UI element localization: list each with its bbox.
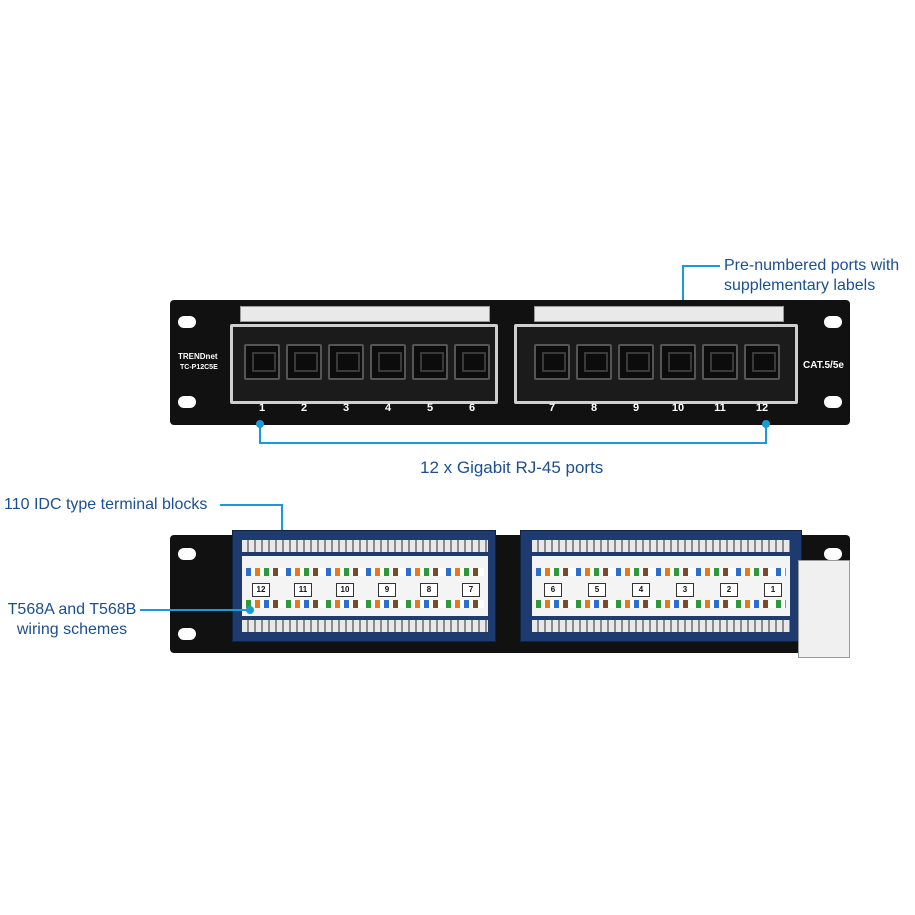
front-ear-hole <box>178 396 196 408</box>
port-number: 10 <box>671 402 685 414</box>
idc-contacts-bottom-right <box>532 620 790 632</box>
port-number: 4 <box>384 402 392 414</box>
callout-wiring: T568A and T568B wiring schemes <box>4 600 140 640</box>
callout-ports-bracket-right <box>765 424 767 444</box>
rj45-jack[interactable] <box>244 344 280 380</box>
rear-port-index: 3 <box>676 583 694 597</box>
port-number: 1 <box>258 402 266 414</box>
rj45-jack[interactable] <box>328 344 364 380</box>
rj45-jack[interactable] <box>534 344 570 380</box>
callout-wiring-line1: T568A and T568B <box>7 601 137 618</box>
port-number: 3 <box>342 402 350 414</box>
model-number: TC-P12C5E <box>180 364 218 371</box>
rj45-jack[interactable] <box>454 344 490 380</box>
callout-idc-line-h <box>220 504 282 506</box>
rj45-jack[interactable] <box>412 344 448 380</box>
port-number: 2 <box>300 402 308 414</box>
rear-port-index: 5 <box>588 583 606 597</box>
port-number: 9 <box>632 402 640 414</box>
rear-port-index: 10 <box>336 583 354 597</box>
port-number: 12 <box>755 402 769 414</box>
rj45-jack[interactable] <box>618 344 654 380</box>
port-number: 11 <box>714 402 726 414</box>
callout-ports: 12 x Gigabit RJ-45 ports <box>420 458 604 477</box>
rear-port-index: 1 <box>764 583 782 597</box>
rear-ear-hole <box>178 628 196 640</box>
category-label: CAT.5/5e <box>803 360 844 371</box>
callout-idc: 110 IDC type terminal blocks <box>4 496 208 513</box>
spec-label <box>798 560 850 658</box>
callout-wiring-line2: wiring schemes <box>16 621 128 638</box>
rear-port-index: 6 <box>544 583 562 597</box>
rj45-jack[interactable] <box>576 344 612 380</box>
front-ear-hole <box>824 396 842 408</box>
callout-wiring-dot <box>246 606 254 614</box>
brand-logo: TRENDnet <box>178 352 218 361</box>
rj45-jack[interactable] <box>744 344 780 380</box>
idc-contacts-top-right <box>532 540 790 552</box>
port-number: 8 <box>590 402 598 414</box>
idc-contacts-bottom-left <box>242 620 488 632</box>
rear-port-index: 12 <box>252 583 270 597</box>
callout-labels-line-h <box>682 265 720 267</box>
wiring-colors-left-b <box>246 600 484 608</box>
rj45-jack[interactable] <box>660 344 696 380</box>
idc-contacts-top-left <box>242 540 488 552</box>
front-ear-hole <box>824 316 842 328</box>
front-ear-hole <box>178 316 196 328</box>
label-strip-right <box>534 306 784 322</box>
rear-port-index: 8 <box>420 583 438 597</box>
callout-labels-line2: supplementary labels <box>724 277 876 294</box>
rj45-jack[interactable] <box>286 344 322 380</box>
wiring-colors-right-a <box>536 568 786 576</box>
callout-ports-bracket-left <box>259 424 261 444</box>
wiring-colors-right-b <box>536 600 786 608</box>
label-strip-left <box>240 306 490 322</box>
rear-port-index: 7 <box>462 583 480 597</box>
rear-ear-hole <box>178 548 196 560</box>
rear-port-index: 9 <box>378 583 396 597</box>
port-number: 5 <box>426 402 434 414</box>
callout-idc-line-v <box>281 504 283 544</box>
rear-ear-hole <box>824 548 842 560</box>
callout-wiring-line <box>140 609 248 611</box>
rear-port-index: 4 <box>632 583 650 597</box>
callout-ports-bracket-bottom <box>259 442 767 444</box>
wiring-colors-left-a <box>246 568 484 576</box>
callout-labels: Pre-numbered ports with supplementary la… <box>724 256 899 296</box>
port-number: 6 <box>468 402 476 414</box>
callout-labels-line-v <box>682 265 684 315</box>
rear-port-index: 11 <box>294 583 312 597</box>
rear-port-index: 2 <box>720 583 738 597</box>
rj45-jack[interactable] <box>702 344 738 380</box>
callout-labels-line1: Pre-numbered ports with <box>724 257 900 274</box>
rj45-jack[interactable] <box>370 344 406 380</box>
port-number: 7 <box>548 402 556 414</box>
